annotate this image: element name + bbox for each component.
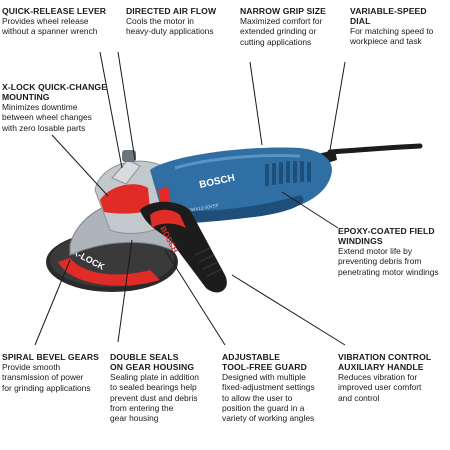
callout-title: DOUBLE SEALS ON GEAR HOUSING: [110, 352, 195, 372]
callout-text: For matching speed to workpiece and task: [350, 26, 434, 47]
callout-title: ADJUSTABLE TOOL-FREE GUARD: [222, 352, 307, 372]
callout-text: Sealing plate in addition to sealed bear…: [110, 372, 199, 424]
handle-grip-ribs: [194, 247, 223, 277]
callout-text: Minimizes downtime between wheel changes…: [2, 102, 92, 133]
wheel-red-label: [58, 258, 160, 286]
callout-title: DIRECTED AIR FLOW: [126, 6, 217, 16]
callout-title: QUICK-RELEASE LEVER: [2, 6, 107, 16]
callout-vibration-control-handle: VIBRATION CONTROL AUXILIARY HANDLE Reduc…: [338, 352, 448, 403]
callout-text: Reduces vibration for improved user comf…: [338, 372, 422, 403]
callout-x-lock-mounting: X-LOCK QUICK-CHANGE MOUNTING Minimizes d…: [2, 82, 112, 133]
callout-text: Cools the motor in heavy-duty applicatio…: [126, 16, 214, 37]
callout-title: VARIABLE-SPEED DIAL: [350, 6, 427, 26]
leader-lines: [34, 51, 346, 346]
callout-title: NARROW GRIP SIZE: [240, 6, 326, 16]
x-lock-red-mount: [100, 184, 150, 214]
callout-adjustable-guard: ADJUSTABLE TOOL-FREE GUARD Designed with…: [222, 352, 334, 423]
callout-directed-air-flow: DIRECTED AIR FLOW Cools the motor in hea…: [126, 6, 236, 37]
callout-title: VIBRATION CONTROL AUXILIARY HANDLE: [338, 352, 432, 372]
callout-title: SPIRAL BEVEL GEARS: [2, 352, 99, 362]
callout-title: EPOXY-COATED FIELD WINDINGS: [338, 226, 435, 246]
callout-quick-release-lever: QUICK-RELEASE LEVER Provides wheel relea…: [2, 6, 122, 37]
auxiliary-handle: [140, 201, 227, 293]
callout-text: Provide smooth transmission of power for…: [2, 362, 91, 393]
callout-variable-speed-dial: VARIABLE-SPEED DIAL For matching speed t…: [350, 6, 448, 47]
callout-text: Designed with multiple fixed-adjustment …: [222, 372, 315, 424]
housing-model: GWX13-50VSP: [187, 203, 219, 213]
callout-text: Provides wheel release without a spanner…: [2, 16, 98, 37]
spindle-lock-cap: [122, 150, 136, 162]
callout-double-seals: DOUBLE SEALS ON GEAR HOUSING Sealing pla…: [110, 352, 220, 423]
callout-text: Extend motor life by preventing debris f…: [338, 246, 439, 277]
callout-narrow-grip-size: NARROW GRIP SIZE Maximized comfort for e…: [240, 6, 346, 47]
housing-highlight: [174, 154, 301, 170]
callout-epoxy-coated-windings: EPOXY-COATED FIELD WINDINGS Extend motor…: [338, 226, 448, 277]
air-vents: [265, 161, 311, 186]
power-cord: [327, 143, 423, 155]
callout-spiral-bevel-gears: SPIRAL BEVEL GEARS Provide smooth transm…: [2, 352, 106, 393]
callout-title: X-LOCK QUICK-CHANGE MOUNTING: [2, 82, 108, 102]
x-lock-release-lever: [111, 159, 141, 185]
handle-red-band: [150, 209, 186, 228]
callout-text: Maximized comfort for extended grinding …: [240, 16, 323, 47]
